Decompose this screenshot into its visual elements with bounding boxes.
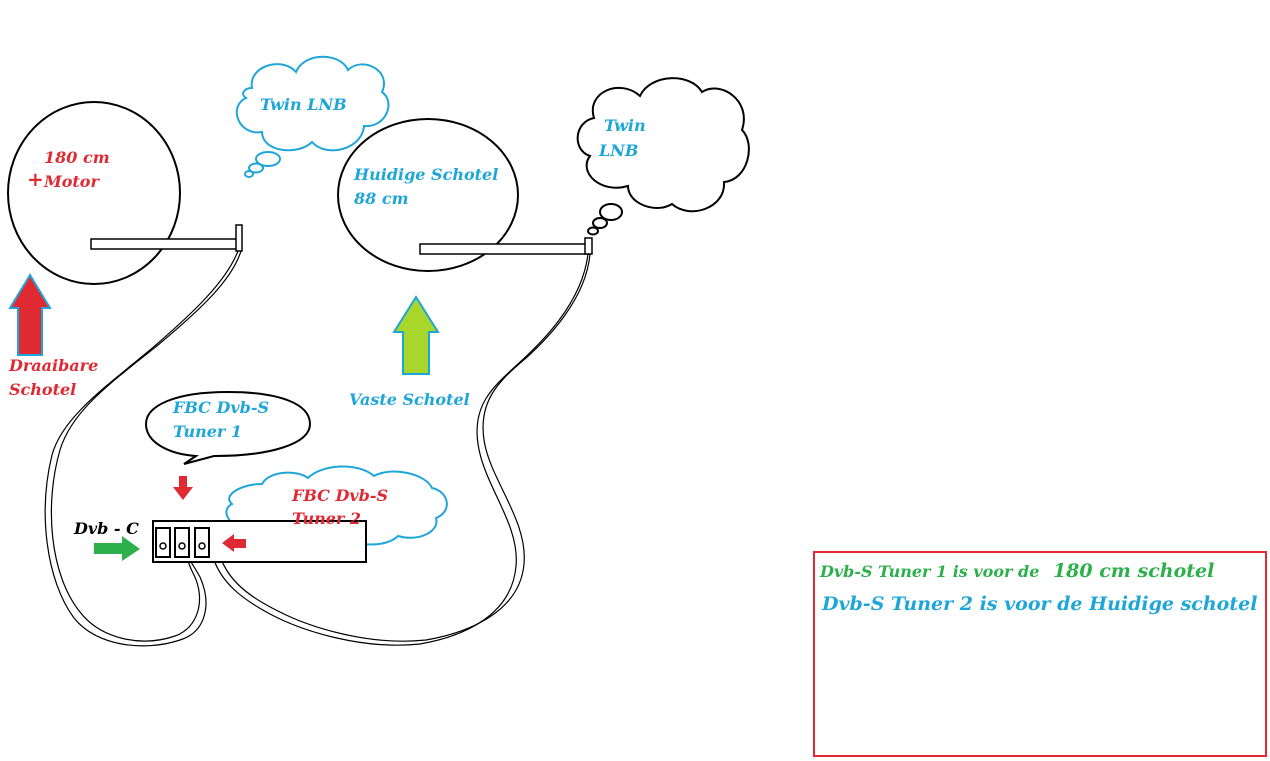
fixed-dish [337,118,593,272]
cable-fixed-dish-1 [205,253,591,642]
fixed-dish-arm [419,243,591,255]
legend-line-tuner-1: Dvb-S Tuner 1 is voor de 180 cm schotel [820,560,1214,582]
label-draaibare: Draaibare [8,356,98,375]
legend-line-1-emph: 180 cm schotel [1052,560,1215,582]
motorized-dish-circle [7,101,181,285]
label-lnb-right: LNB [598,141,638,160]
cable-fixed-dish-2 [199,253,589,646]
arrow-down-tuner1-icon [173,476,193,500]
label-tuner1-line2: Tuner 1 [173,422,242,441]
cable-motorized-dish-2 [44,250,239,647]
legend-line-1-prefix: Dvb-S Tuner 1 is voor de [820,562,1040,581]
label-tuner2-line1: FBC Dvb-S [291,486,388,505]
label-huidige-schotel: Huidige Schotel [353,165,498,184]
receiver [152,520,367,563]
label-plus: + [27,167,44,191]
label-twin-right: Twin [604,116,646,135]
fixed-dish-lnb [584,237,593,255]
label-dish-size-180: 180 cm [44,148,110,167]
arrow-left-tuner2-icon [222,534,246,552]
label-tuner2-line2: Tuner 2 [292,509,361,528]
cables [44,250,591,647]
label-88-cm: 88 cm [353,189,409,208]
label-tuner1-line1: FBC Dvb-S [172,398,269,417]
label-motor: Motor [43,172,100,191]
motorized-dish-lnb [235,224,243,252]
motorized-dish [7,101,243,285]
motorized-dish-arm [90,238,242,250]
label-schotel: Schotel [9,380,76,399]
fixed-dish-circle [337,118,519,272]
label-vaste-schotel: Vaste Schotel [349,390,470,409]
legend-line-tuner-2: Dvb-S Tuner 2 is voor de Huidige schotel [822,593,1258,615]
cloud-twin-lnb-right [576,77,750,236]
cloud-twin-lnb-left [235,55,390,178]
arrow-up-fixed-icon [392,295,440,375]
speech-bubble-tuner-1 [144,390,312,465]
cable-motorized-dish-1 [50,250,242,642]
arrow-right-dvbc-icon [94,536,140,561]
label-twin-lnb-left: Twin LNB [260,95,347,114]
arrow-up-motorized-icon [8,273,52,356]
label-dvb-c: Dvb - C [73,519,139,538]
legend-box [813,551,1267,757]
